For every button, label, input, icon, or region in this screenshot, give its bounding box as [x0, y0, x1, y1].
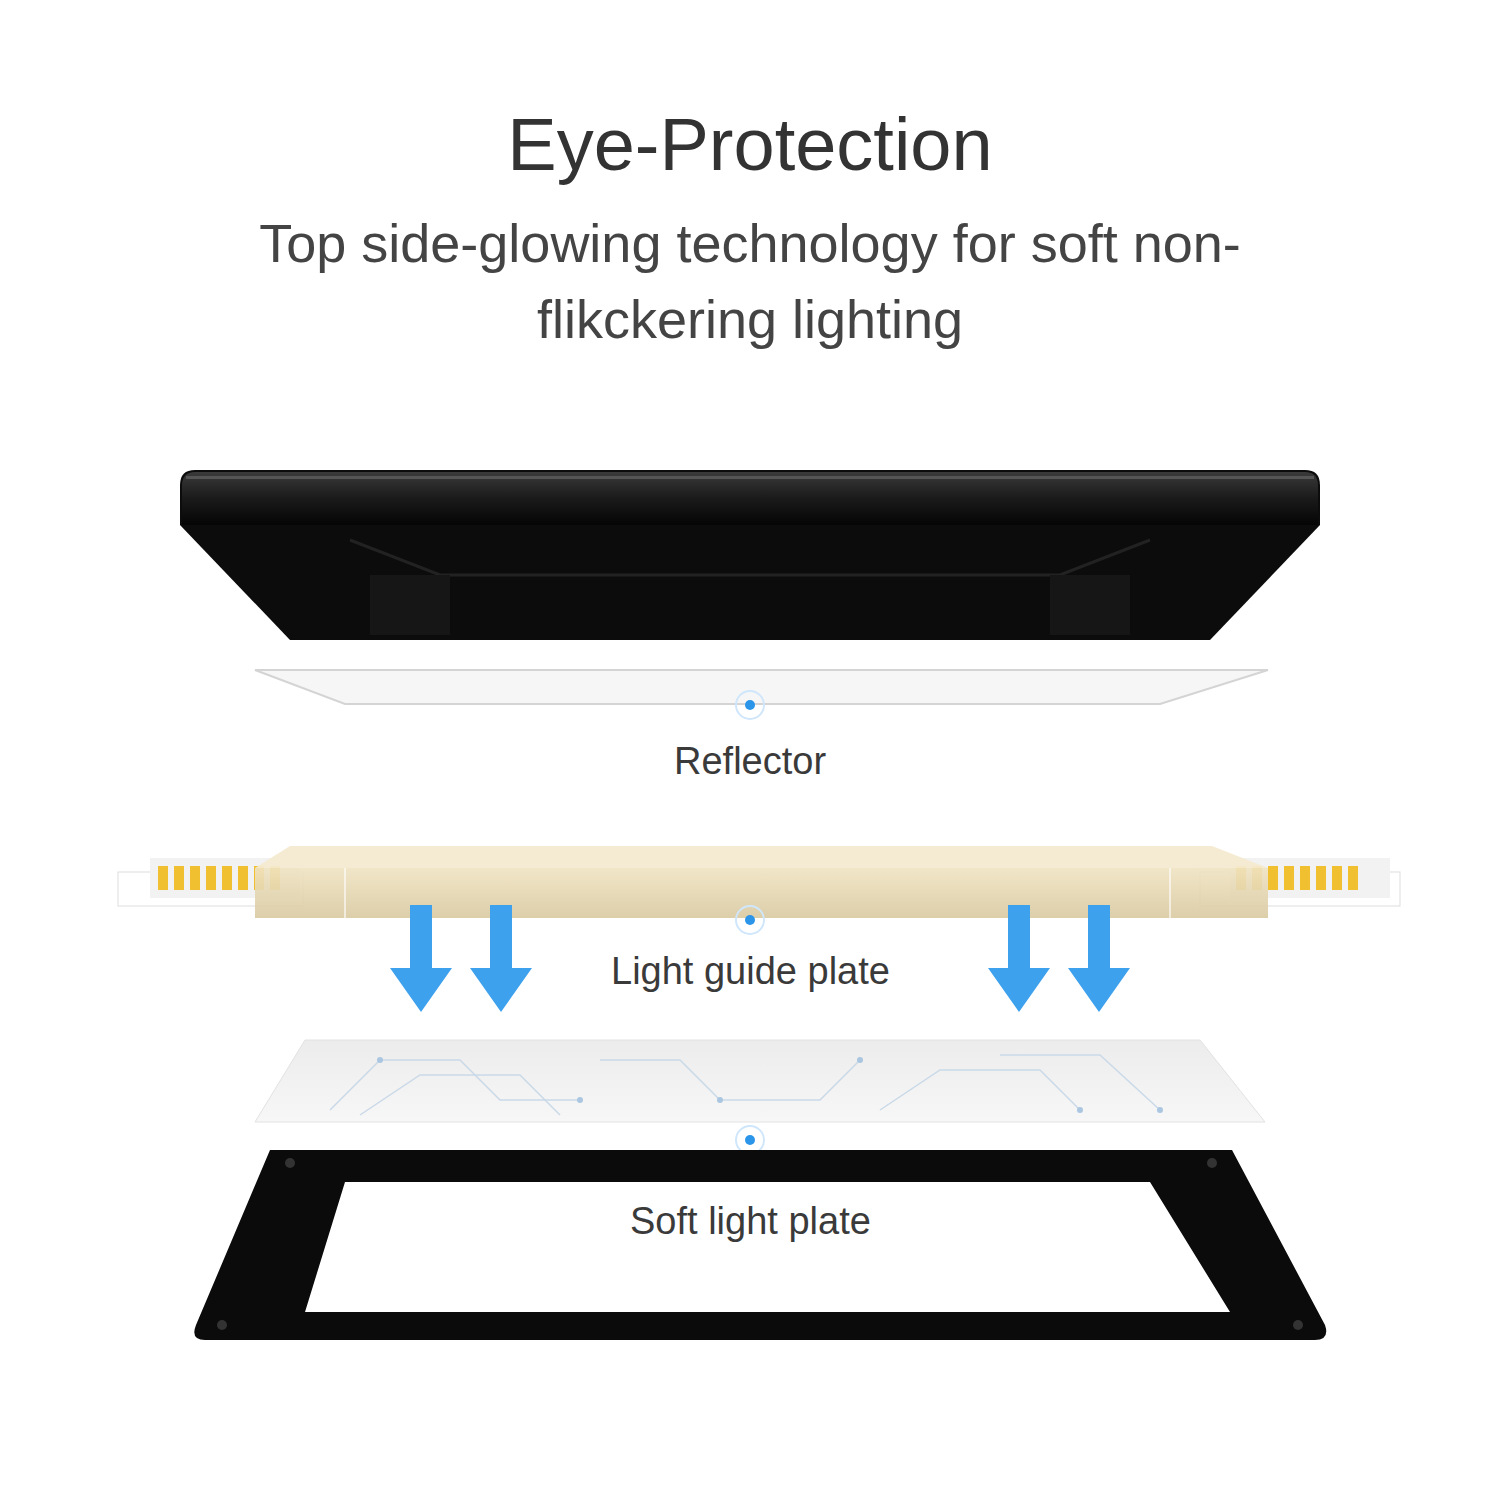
- soft-light-sheet: [255, 1040, 1265, 1122]
- part-name: Light guide plate: [611, 948, 890, 994]
- bottom-frame: [194, 1150, 1326, 1340]
- screw-hole: [217, 1158, 1303, 1330]
- leader-dot: [736, 1126, 764, 1154]
- part-name: Reflector: [674, 738, 826, 784]
- title: Eye-Protection: [0, 100, 1500, 190]
- subtitle: Top side-glowing technology for soft non…: [250, 205, 1250, 357]
- leader-dot: [736, 691, 764, 719]
- light-direction-arrow: [390, 905, 1130, 1012]
- part-name: Soft light plate: [630, 1198, 871, 1244]
- light-guide-plate: [118, 846, 1400, 918]
- leader-dot: [736, 906, 764, 934]
- lamp-housing: [180, 470, 1320, 640]
